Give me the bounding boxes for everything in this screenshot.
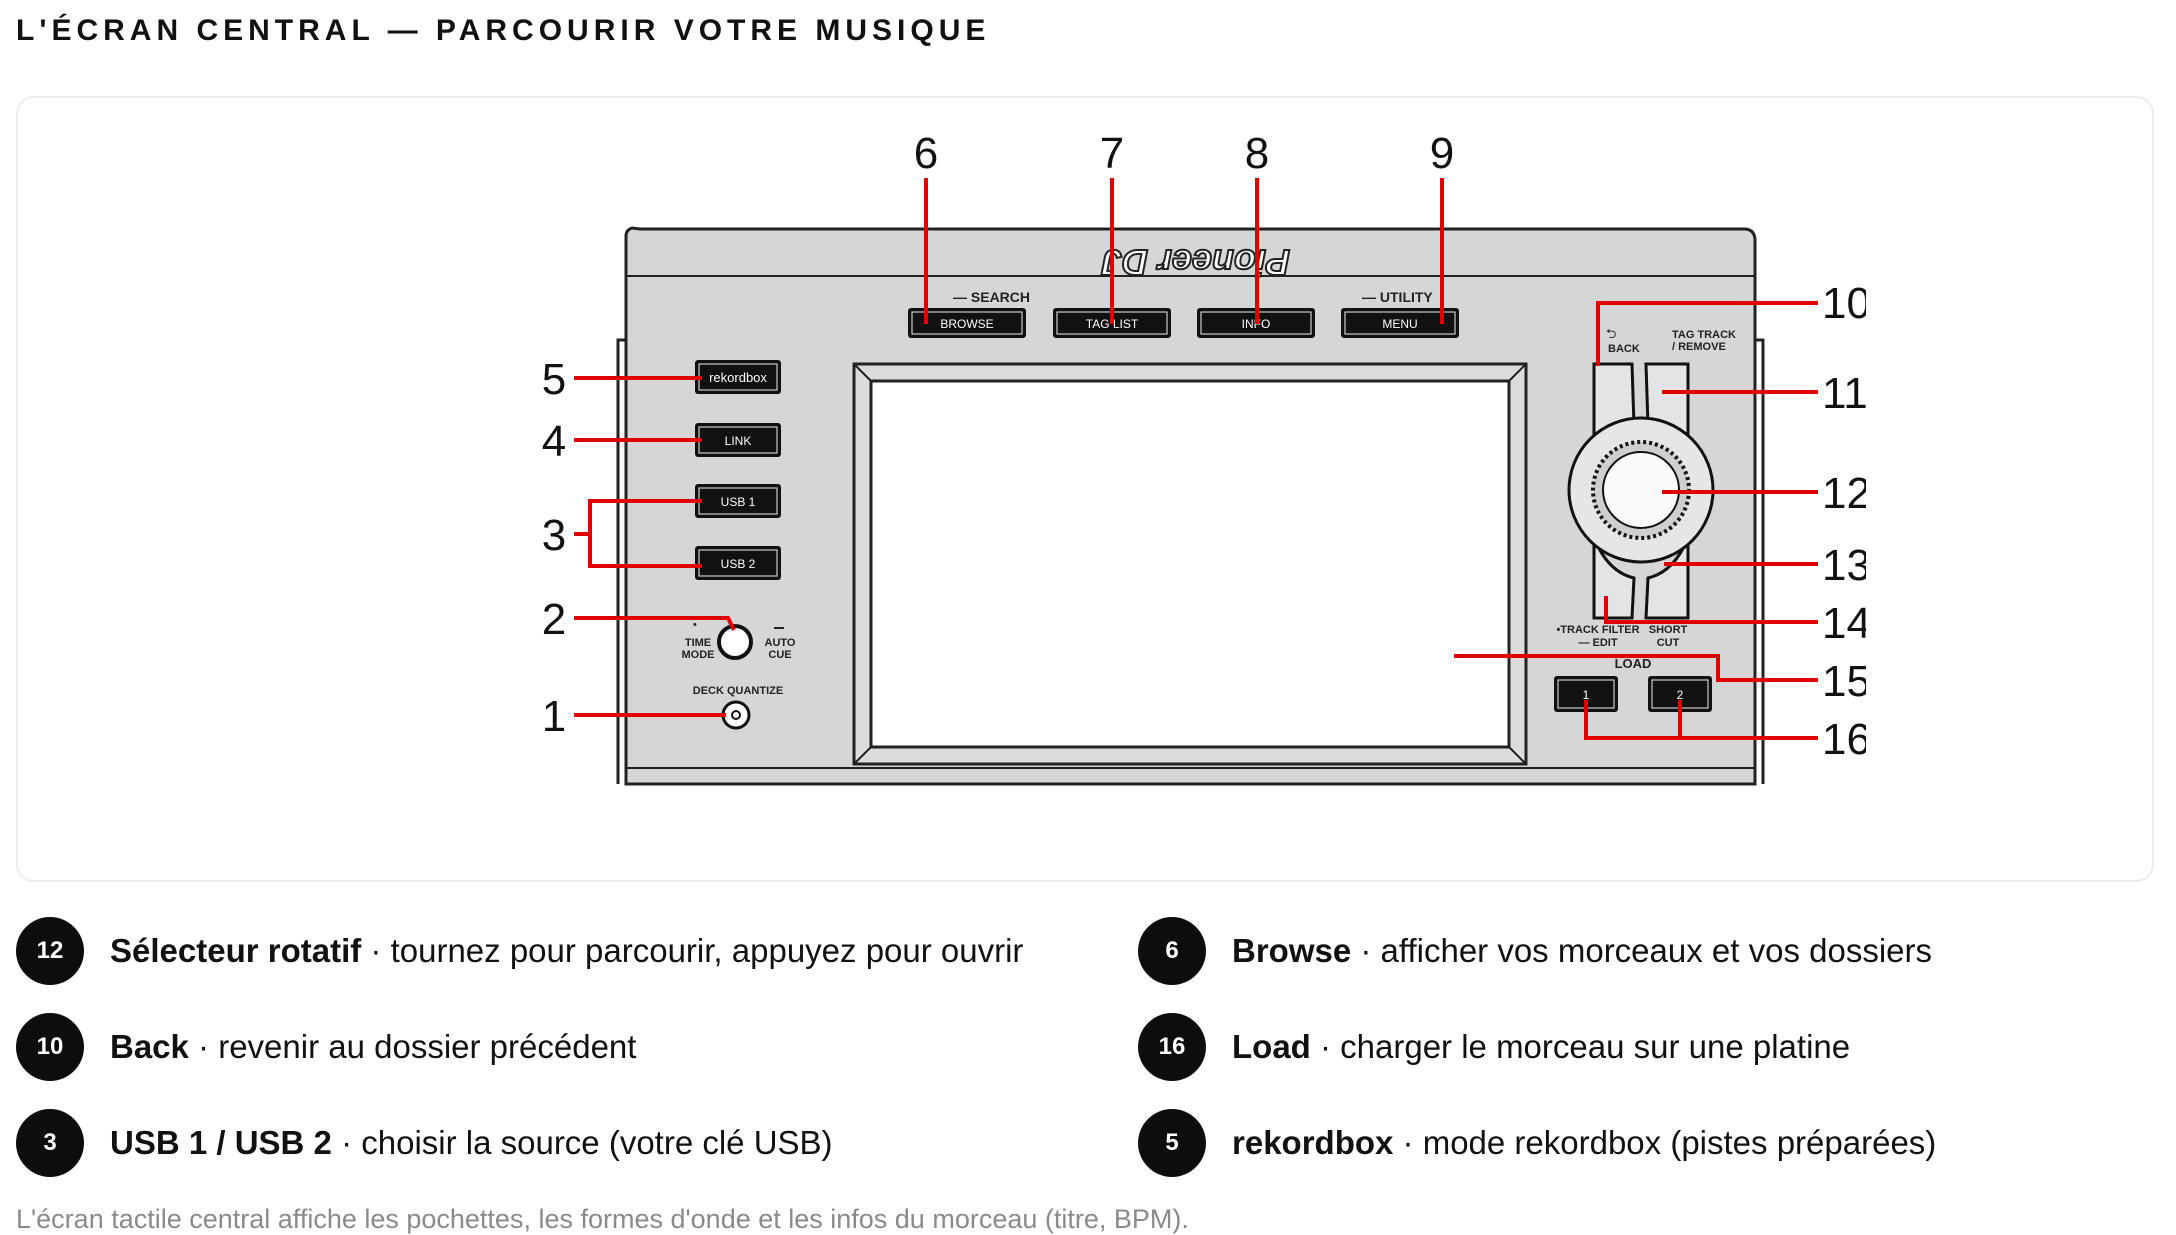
legend-desc: · afficher vos morceaux et vos dossiers <box>1351 932 1933 969</box>
search-label: — SEARCH <box>953 289 1030 305</box>
page-title: L'ÉCRAN CENTRAL — PARCOURIR VOTRE MUSIQU… <box>16 14 991 47</box>
callout-6: 6 <box>914 129 938 178</box>
legend-text: USB 1 / USB 2 · choisir la source (votre… <box>110 1124 833 1162</box>
link-button[interactable] <box>698 426 778 454</box>
callout-13: 13 <box>1822 541 1871 590</box>
cue-label: CUE <box>768 649 791 661</box>
legend-item: 3 USB 1 / USB 2 · choisir la source (vot… <box>16 1108 833 1178</box>
cut-label: CUT <box>1657 637 1680 649</box>
menu-button-label: MENU <box>1382 317 1417 331</box>
legend-desc: · revenir au dossier précédent <box>188 1028 637 1065</box>
legend-desc: · tournez pour parcourir, appuyez pour o… <box>361 932 1024 969</box>
legend-term: Browse <box>1232 932 1352 969</box>
browse-button[interactable] <box>911 311 1023 335</box>
usb1-button-label: USB 1 <box>721 495 756 509</box>
load-1-button-label: 1 <box>1583 688 1590 702</box>
callout-3: 3 <box>542 511 566 560</box>
legend-badge: 6 <box>1138 917 1206 985</box>
remove-label: / REMOVE <box>1672 341 1726 353</box>
legend-item: 12 Sélecteur rotatif · tournez pour parc… <box>16 916 1023 986</box>
brand-logo: Pioneer DJ <box>1101 242 1290 283</box>
callout-2: 2 <box>542 595 566 644</box>
usb2-button-label: USB 2 <box>721 557 756 571</box>
legend-term: Back <box>110 1028 189 1065</box>
legend-term: Sélecteur rotatif <box>110 932 362 969</box>
callout-lines <box>574 178 1818 740</box>
time-mode-auto-cue-button[interactable] <box>717 624 753 660</box>
legend-text: Browse · afficher vos morceaux et vos do… <box>1232 932 1932 970</box>
legend-text: Load · charger le morceau sur une platin… <box>1232 1028 1850 1066</box>
legend-badge: 12 <box>16 917 84 985</box>
callout-7: 7 <box>1100 129 1124 178</box>
callout-16: 16 <box>1822 715 1871 764</box>
device-diagram: Pioneer DJ — SEARCH BROWSE TAG LIST INFO… <box>542 129 2152 786</box>
back-label: BACK <box>1608 343 1640 355</box>
shortcut-button[interactable] <box>1644 537 1690 620</box>
load-label: LOAD <box>1615 656 1652 671</box>
utility-label: — UTILITY <box>1362 289 1433 305</box>
legend-text: Back · revenir au dossier précédent <box>110 1028 636 1066</box>
mode-label: MODE <box>682 649 715 661</box>
legend-term: rekordbox <box>1232 1124 1394 1161</box>
usb2-button[interactable] <box>698 549 778 577</box>
track-filter-label: •TRACK FILTER <box>1556 624 1639 636</box>
legend-desc: · charger le morceau sur une platine <box>1310 1028 1851 1065</box>
legend-item: 16 Load · charger le morceau sur une pla… <box>1138 1012 1850 1082</box>
legend-desc: · mode rekordbox (pistes préparées) <box>1393 1124 1937 1161</box>
callout-8: 8 <box>1245 129 1269 178</box>
legend-badge: 3 <box>16 1109 84 1177</box>
legend-badge: 5 <box>1138 1109 1206 1177</box>
link-button-label: LINK <box>725 434 752 448</box>
callout-14: 14 <box>1822 599 1871 648</box>
auto-label: AUTO <box>765 637 796 649</box>
short-label: SHORT <box>1649 624 1688 636</box>
legend-badge: 10 <box>16 1013 84 1081</box>
time-label: TIME <box>685 637 711 649</box>
callout-12: 12 <box>1822 469 1871 518</box>
usb1-button[interactable] <box>698 487 778 515</box>
rekordbox-button-label: rekordbox <box>709 370 767 385</box>
caption: L'écran tactile central affiche les poch… <box>16 1204 1189 1234</box>
device-diagram-card: Pioneer DJ — SEARCH BROWSE TAG LIST INFO… <box>16 96 2154 882</box>
legend-desc: · choisir la source (votre clé USB) <box>331 1124 833 1161</box>
callout-4: 4 <box>542 417 566 466</box>
browse-button-label: BROWSE <box>940 317 993 331</box>
callout-9: 9 <box>1430 129 1454 178</box>
menu-button[interactable] <box>1344 311 1456 335</box>
legend-item: 10 Back · revenir au dossier précédent <box>16 1012 636 1082</box>
load-2-button-label: 2 <box>1677 688 1684 702</box>
edit-label: — EDIT <box>1578 637 1617 649</box>
callout-1: 1 <box>542 692 566 741</box>
legend-item: 6 Browse · afficher vos morceaux et vos … <box>1138 916 1932 986</box>
svg-text:•: • <box>693 619 697 631</box>
legend-term: Load <box>1232 1028 1311 1065</box>
svg-text:⮌: ⮌ <box>1606 326 1616 341</box>
callout-11: 11 <box>1822 369 1868 418</box>
legend-item: 5 rekordbox · mode rekordbox (pistes pré… <box>1138 1108 1936 1178</box>
legend-text: rekordbox · mode rekordbox (pistes prépa… <box>1232 1124 1936 1162</box>
callout-5: 5 <box>542 355 566 404</box>
legend-term: USB 1 / USB 2 <box>110 1124 332 1161</box>
rekordbox-button[interactable] <box>698 363 778 391</box>
legend-text: Sélecteur rotatif · tournez pour parcour… <box>110 932 1023 970</box>
legend-badge: 16 <box>1138 1013 1206 1081</box>
deck-quantize-label: DECK QUANTIZE <box>693 685 783 697</box>
tag-track-label: TAG TRACK <box>1672 329 1736 341</box>
callout-15: 15 <box>1822 657 1871 706</box>
callout-10: 10 <box>1822 279 1871 328</box>
